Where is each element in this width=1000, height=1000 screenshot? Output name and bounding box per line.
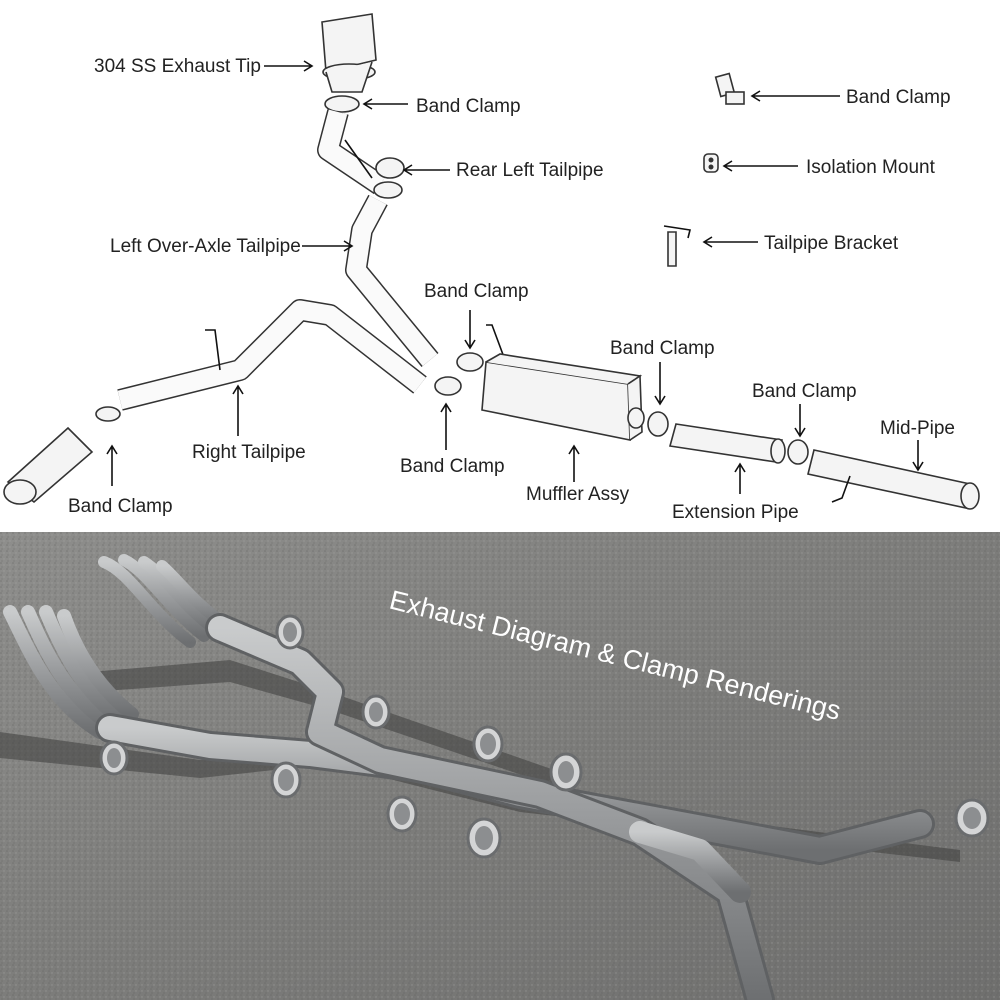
arrow-band-clamp-inlet [440, 402, 452, 450]
label-isolation-mount: Isolation Mount [806, 157, 936, 178]
band-clamp-legend-part [714, 72, 745, 105]
label-muffler-assy: Muffler Assy [526, 484, 630, 505]
x-pipe-assembly [95, 613, 935, 1000]
arrow-extension-pipe [734, 462, 746, 494]
label-band-clamp-muffler-inlet: Band Clamp [400, 456, 505, 477]
arrow-mid-pipe [912, 440, 924, 472]
label-mid-pipe: Mid-Pipe [880, 418, 955, 439]
band-clamp-center-part [456, 352, 484, 372]
photo-svg: Exhaust Diagram & Clamp Renderings [0, 532, 1000, 1000]
left-header-part [3, 605, 139, 739]
arrow-band-clamp-right-tip [106, 444, 118, 486]
exhaust-system-photo: Exhaust Diagram & Clamp Renderings [0, 532, 1000, 1000]
band-clamp-ring-holes [107, 622, 981, 850]
arrow-band-clamp-outlet [654, 362, 666, 406]
arrow-isolation-mount [722, 160, 798, 172]
exhaust-tip-right-part [3, 426, 94, 505]
label-band-clamp-muffler-outlet: Band Clamp [610, 338, 715, 359]
label-right-tailpipe: Right Tailpipe [192, 442, 306, 463]
band-clamp-top-part [324, 95, 360, 113]
band-clamp-right-tip-part [95, 406, 121, 422]
arrow-band-clamp-legend [750, 90, 840, 102]
label-tailpipe-bracket: Tailpipe Bracket [764, 233, 899, 254]
arrow-muffler [568, 444, 580, 482]
arrow-over-axle [302, 240, 354, 252]
exhaust-parts-diagram: 304 SS Exhaust Tip Band Clamp Rear Left … [3, 13, 980, 523]
arrow-right-tailpipe [232, 384, 244, 436]
arrow-band-clamp-ext [794, 404, 806, 438]
mid-pipe-part [807, 449, 980, 510]
arrow-band-clamp-top [362, 98, 408, 110]
arrow-band-clamp-center [464, 310, 476, 350]
arrow-rear-left [402, 164, 450, 176]
label-exhaust-tip: 304 SS Exhaust Tip [94, 56, 261, 77]
diagram-svg: 304 SS Exhaust Tip Band Clamp Rear Left … [3, 13, 980, 523]
label-band-clamp-center: Band Clamp [424, 281, 529, 302]
band-clamp-muffler-inlet-part [434, 376, 462, 396]
arrow-exhaust-tip [264, 60, 314, 72]
label-rear-left-tailpipe: Rear Left Tailpipe [456, 160, 604, 181]
extension-pipe-part [668, 423, 786, 464]
exhaust-tip-top-part [321, 13, 377, 93]
label-band-clamp-top: Band Clamp [416, 96, 521, 117]
band-clamp-ext-part [787, 439, 809, 465]
label-band-clamp-legend: Band Clamp [846, 87, 951, 108]
muffler-assy-part [481, 353, 645, 441]
isolation-mount-part [703, 153, 719, 173]
label-band-clamp-extension: Band Clamp [752, 381, 857, 402]
label-extension-pipe: Extension Pipe [672, 502, 799, 523]
arrow-tailpipe-bracket [702, 236, 758, 248]
label-band-clamp-right-tip: Band Clamp [68, 496, 173, 517]
band-clamp-muffler-outlet-part [647, 411, 669, 437]
tailpipe-bracket-part [663, 225, 691, 267]
label-left-over-axle-tailpipe: Left Over-Axle Tailpipe [110, 236, 301, 257]
